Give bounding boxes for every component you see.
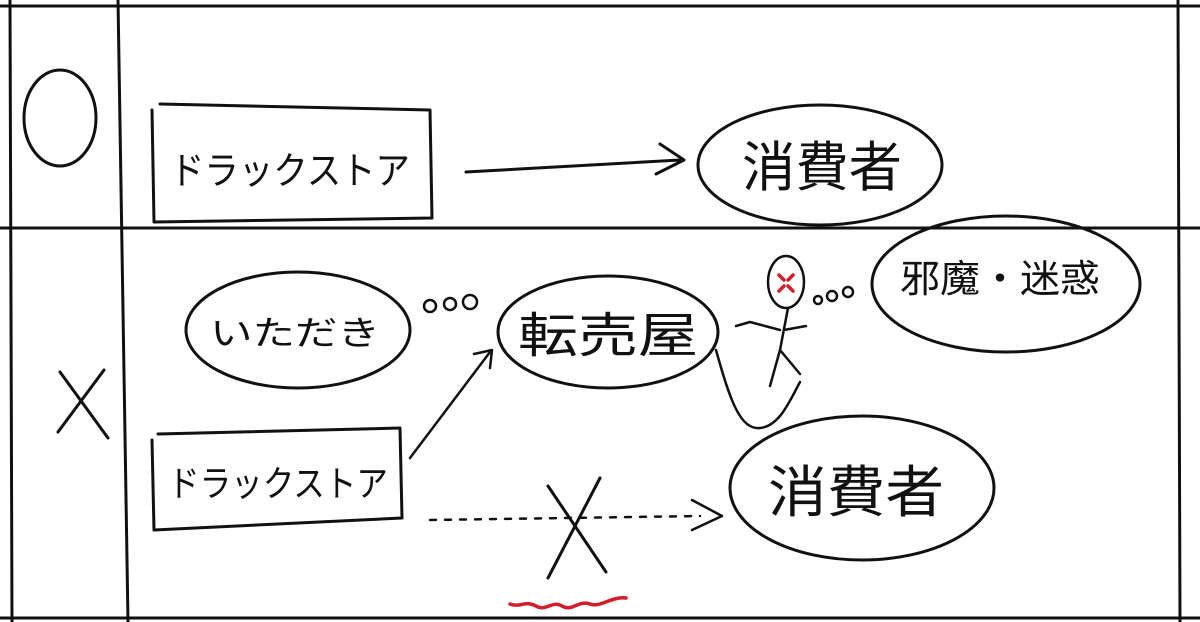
arrow-to-reseller [408, 348, 494, 460]
bad-consumer-label: 消費者 [768, 461, 944, 526]
block-cross [546, 476, 608, 580]
reseller-label: 転売屋 [518, 308, 698, 364]
good-source-label: ドラックストア [170, 149, 410, 193]
good-consumer-bubble [696, 103, 944, 227]
good-row: ○ ドラックストア 消費者 [22, 68, 944, 227]
good-source-box [150, 102, 434, 224]
red-underline [508, 596, 628, 610]
bad-source-box [150, 426, 404, 532]
consumer-thought-text: 邪魔・迷惑 [900, 257, 1100, 301]
anger-icon [777, 273, 795, 293]
good-consumer-label: 消費者 [742, 136, 902, 199]
bad-consumer-bubble [728, 414, 996, 562]
circle-mark [22, 68, 98, 168]
blocked-arrowhead [690, 498, 724, 532]
blocked-arrow [428, 514, 702, 522]
middleman-thought-bubble [184, 270, 412, 390]
consumer-thought-bubble [870, 214, 1142, 354]
good-arrow [464, 142, 686, 176]
angry-person-figure [734, 254, 808, 388]
arrow-to-consumer [714, 348, 802, 430]
thought-dots-left [422, 293, 479, 314]
reseller-bubble [496, 274, 720, 390]
bad-source-label: ドラックストア [168, 464, 388, 505]
middleman-thought-text: いただき [210, 314, 380, 354]
cross-mark [56, 368, 110, 440]
bad-row: × ドラックストア いただき 転売屋 [56, 214, 1142, 610]
thought-dots-right [812, 285, 855, 306]
